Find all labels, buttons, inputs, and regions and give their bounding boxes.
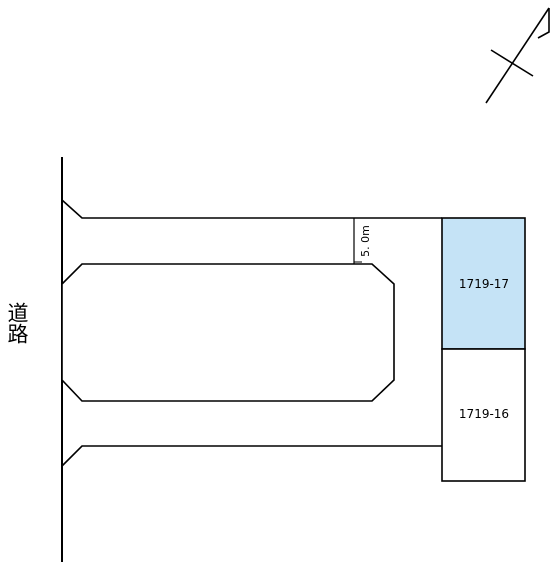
lot-1719-17-label: 1719-17 — [459, 277, 509, 291]
central-island — [61, 263, 395, 402]
north-arrow-icon — [485, 7, 550, 104]
lot-1719-17[interactable] — [441, 217, 526, 350]
lot-1719-16[interactable] — [441, 348, 526, 482]
road-label: 道路 — [5, 302, 29, 344]
lot-1719-16-label: 1719-16 — [459, 407, 509, 421]
passage-outline — [61, 199, 442, 467]
passage-width-dimension — [353, 218, 362, 264]
passage-width-label: 5. 0m — [359, 225, 372, 257]
